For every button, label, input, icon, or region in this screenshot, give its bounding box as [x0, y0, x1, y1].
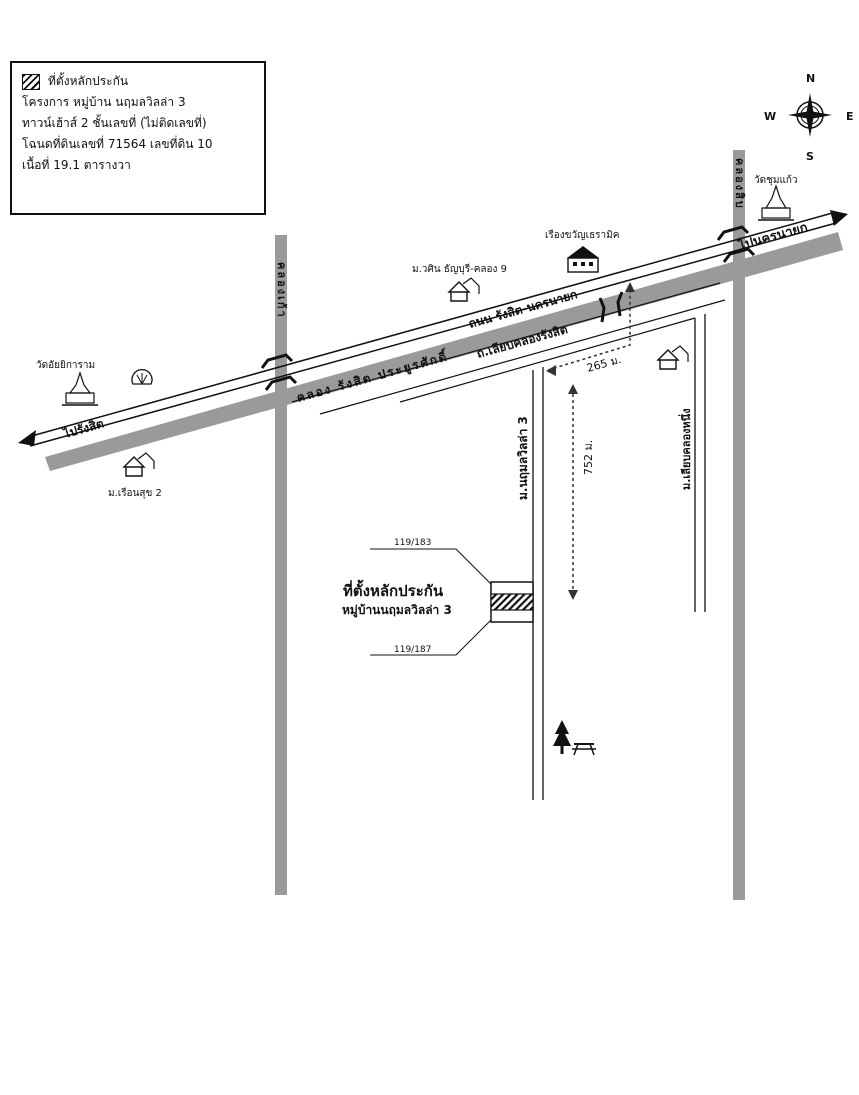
label-village-ruean-suk: ม.เรือนสุข 2: [108, 487, 162, 499]
bridge-right-icon: [716, 225, 756, 263]
school-building-icon: [567, 246, 599, 273]
label-temple-right: วัดชุมแก้ว: [754, 174, 798, 186]
canal-road-line-3: [399, 317, 696, 403]
arrow-vertical-up-icon: [568, 384, 578, 394]
temple-right-icon: [758, 184, 794, 221]
label-soi-right: ม.เลียบคลองหนึ่ง: [678, 408, 693, 490]
label-village-wasin: ม.วศิน ธัญบุรี-คลอง 9: [412, 263, 507, 275]
label-distance-vertical: 752 ม.: [582, 440, 595, 475]
label-school: เรืองขวัญเธรามิค: [545, 229, 619, 241]
arrow-horizontal-end-icon: [546, 365, 556, 376]
bridge-left-icon: [260, 353, 298, 391]
label-to-rangsit: ไปรังสิต: [60, 415, 106, 441]
distance-horizontal-line: [547, 285, 631, 371]
canal-left-line: [275, 235, 287, 895]
compass-w: W: [764, 110, 776, 123]
label-temple-left: วัดอัยยิการาม: [36, 360, 95, 371]
hatch-swatch-icon: [22, 73, 40, 90]
village-wasin-icon: [447, 277, 480, 302]
compass-icon: [788, 93, 832, 137]
label-canal-left: คลองเก้า: [275, 262, 288, 319]
canal-rangsit-band: [45, 232, 843, 471]
legend-line-area: เนื้อที่ 19.1 ตารางวา: [22, 158, 131, 172]
legend-line-deed: โฉนดที่ดินเลขที่ 71564 เลขที่ดิน 10: [22, 137, 213, 151]
legend-header: ที่ตั้งหลักประกัน: [22, 71, 254, 92]
junction-marker-icon: [598, 291, 624, 323]
legend-box: ที่ตั้งหลักประกัน โครงการ หมู่บ้าน นฤมลว…: [10, 61, 266, 215]
compass-n: N: [806, 72, 815, 85]
village-right-icon: [656, 345, 689, 370]
canal-road-line-1: [291, 282, 721, 403]
compass-s: S: [806, 150, 814, 163]
arrow-vertical-top-icon: [625, 282, 635, 292]
label-soi-main: ม.นฤมลวิลล่า 3: [516, 416, 530, 500]
compass-e: E: [846, 110, 854, 123]
label-collateral-sub: หมู่บ้านนฤมลวิลล่า 3: [342, 603, 452, 618]
arrow-vertical-down-icon: [568, 590, 578, 600]
village-ruean-suk-icon: [122, 452, 155, 477]
main-road-bottom-line: [29, 222, 837, 447]
legend-line-house: ทาวน์เฮ้าส์ 2 ชั้นเลขที่ (ไม่ติดเลขที่): [22, 116, 207, 130]
leader-line-top: [370, 548, 492, 585]
legend-title: ที่ตั้งหลักประกัน: [48, 74, 129, 88]
collateral-block-hatch-icon: [490, 593, 534, 611]
label-collateral: ที่ตั้งหลักประกัน: [343, 579, 444, 600]
canal-right-line: [733, 150, 745, 900]
canal-road-line-2: [319, 299, 726, 415]
arrow-right-icon: [830, 210, 848, 226]
park-icon: [553, 720, 596, 756]
label-canal-right: คลองสิบ: [733, 158, 746, 210]
main-road-top-line: [27, 211, 837, 438]
arrow-left-icon: [18, 430, 36, 446]
shell-station-icon: [131, 368, 153, 385]
legend-line-project: โครงการ หมู่บ้าน นฤมลวิลล่า 3: [22, 95, 186, 109]
temple-left-icon: [62, 371, 98, 406]
label-house-bottom: 119/187: [394, 645, 431, 655]
leader-line-bottom: [370, 619, 492, 656]
label-house-top: 119/183: [394, 538, 431, 548]
label-distance-horizontal: 265 ม.: [585, 353, 622, 375]
